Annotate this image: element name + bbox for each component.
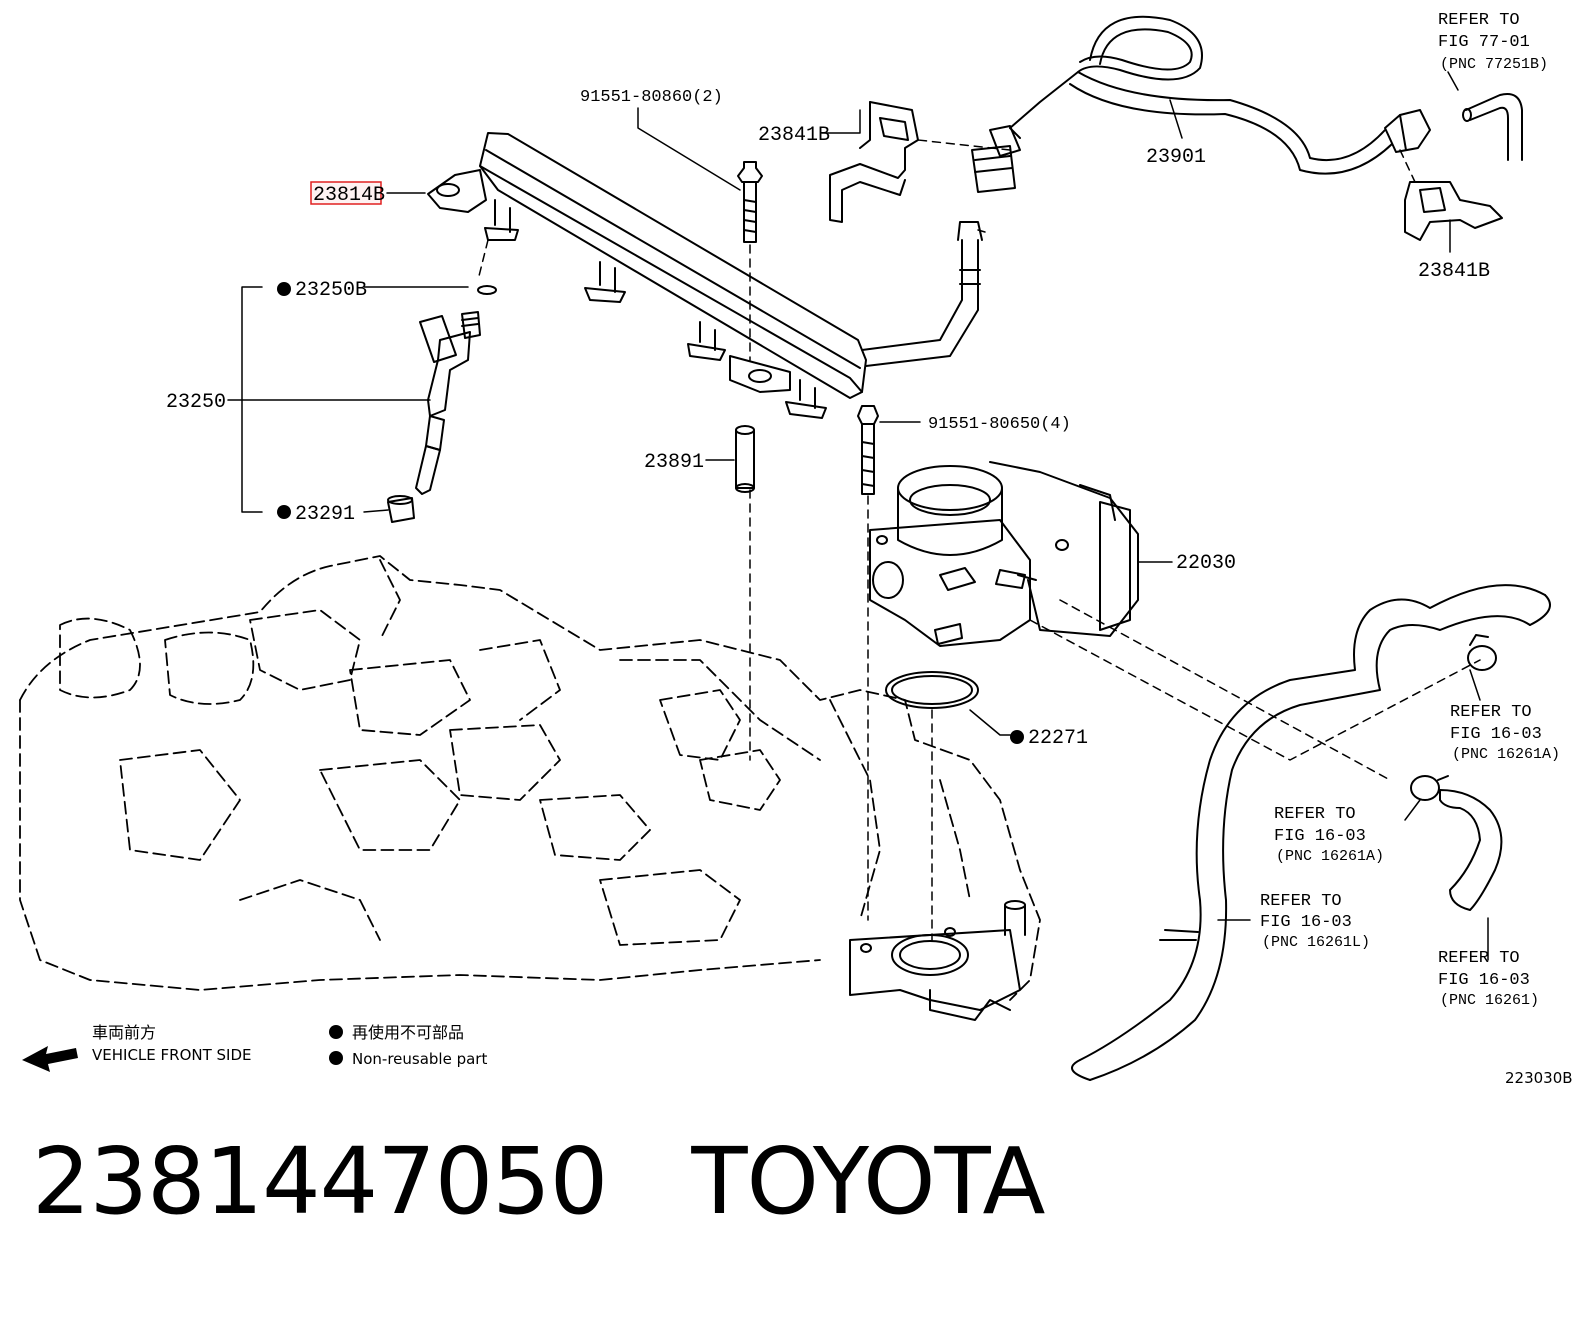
ref-fig-16-03-c: REFER TO FIG 16-03 (PNC 16261)	[1438, 949, 1539, 1009]
bolt-91551-80650	[857, 405, 879, 495]
dot-22271	[1010, 730, 1024, 744]
assembly-lines	[477, 139, 1481, 941]
svg-text:REFER TO: REFER TO	[1438, 11, 1520, 30]
svg-text:再使用不可部品: 再使用不可部品	[352, 1023, 464, 1042]
bracket-23841b-lower	[1404, 181, 1503, 241]
caption: 2381447050 TOYOTA	[32, 1128, 1046, 1248]
dot-23291	[277, 505, 291, 519]
intake-flange	[849, 900, 1026, 1021]
parts-diagram: 23814B 91551-80860(2) 23841B 23901 23841…	[19, 11, 1573, 1087]
label-23901: 23901	[1146, 146, 1206, 169]
label-23250b: 23250B	[295, 279, 367, 302]
svg-text:REFER TO: REFER TO	[1274, 805, 1356, 824]
svg-text:REFER TO: REFER TO	[1260, 892, 1342, 911]
svg-text:(PNC 16261A): (PNC 16261A)	[1452, 746, 1560, 763]
svg-text:(PNC 16261): (PNC 16261)	[1440, 992, 1539, 1009]
caption-part-number: 2381447050	[32, 1128, 608, 1235]
label-23250: 23250	[166, 391, 226, 414]
svg-text:FIG 16-03: FIG 16-03	[1450, 725, 1542, 744]
label-91551-80860: 91551-80860(2)	[580, 88, 723, 107]
label-23291: 23291	[295, 503, 355, 526]
svg-text:FIG 77-01: FIG 77-01	[1438, 33, 1530, 52]
ref-fig-77-01: REFER TO FIG 77-01 (PNC 77251B)	[1438, 11, 1548, 73]
gasket-22271	[885, 671, 979, 709]
svg-text:VEHICLE FRONT SIDE: VEHICLE FRONT SIDE	[92, 1046, 252, 1064]
label-23814b: 23814B	[313, 184, 385, 207]
leader-lines	[227, 71, 1489, 961]
throttle-body	[869, 461, 1139, 647]
ref-fig-16-03-a: REFER TO FIG 16-03 (PNC 16261A)	[1450, 703, 1560, 763]
arrow-left-icon	[22, 1046, 78, 1072]
label-91551-80650: 91551-80650(4)	[928, 415, 1071, 434]
label-23841b-upper: 23841B	[758, 124, 830, 147]
svg-text:REFER TO: REFER TO	[1438, 949, 1520, 968]
bracket-23841b-upper	[829, 101, 919, 223]
water-hose	[1071, 584, 1551, 1081]
dot-icon	[329, 1051, 343, 1065]
label-23891: 23891	[644, 451, 704, 474]
ref-fig-16-03-b: REFER TO FIG 16-03 (PNC 16261A)	[1274, 805, 1384, 865]
svg-text:REFER TO: REFER TO	[1450, 703, 1532, 722]
svg-text:車両前方: 車両前方	[92, 1023, 156, 1042]
svg-text:FIG 16-03: FIG 16-03	[1260, 913, 1352, 932]
fuel-injector	[387, 285, 497, 523]
bolt-91551-80860	[737, 161, 763, 243]
svg-text:FIG 16-03: FIG 16-03	[1438, 971, 1530, 990]
label-22271: 22271	[1028, 727, 1088, 750]
non-reusable-markers	[277, 282, 1024, 744]
highlight-box	[310, 181, 382, 205]
svg-text:FIG 16-03: FIG 16-03	[1274, 827, 1366, 846]
ref-fig-16-03-l: REFER TO FIG 16-03 (PNC 16261L)	[1260, 892, 1370, 951]
caption-brand: TOYOTA	[691, 1128, 1045, 1235]
spacer-23891	[735, 425, 755, 493]
legend-non-reusable: 再使用不可部品 Non-reusable part	[329, 1023, 487, 1068]
svg-text:(PNC 77251B): (PNC 77251B)	[1440, 56, 1548, 73]
engine-outline	[19, 555, 1041, 1001]
label-23841b-lower: 23841B	[1418, 260, 1490, 283]
figure-number: 223030B	[1505, 1069, 1573, 1087]
svg-text:(PNC 16261A): (PNC 16261A)	[1276, 848, 1384, 865]
fuel-delivery-pipe	[427, 132, 986, 419]
legend-front-side: 車両前方 VEHICLE FRONT SIDE	[22, 1023, 252, 1072]
svg-text:Non-reusable part: Non-reusable part	[352, 1050, 487, 1068]
label-22030: 22030	[1176, 552, 1236, 575]
dot-icon	[329, 1025, 343, 1039]
dot-23250b	[277, 282, 291, 296]
fuel-hose-23901	[971, 15, 1523, 193]
svg-text:(PNC 16261L): (PNC 16261L)	[1262, 934, 1370, 951]
